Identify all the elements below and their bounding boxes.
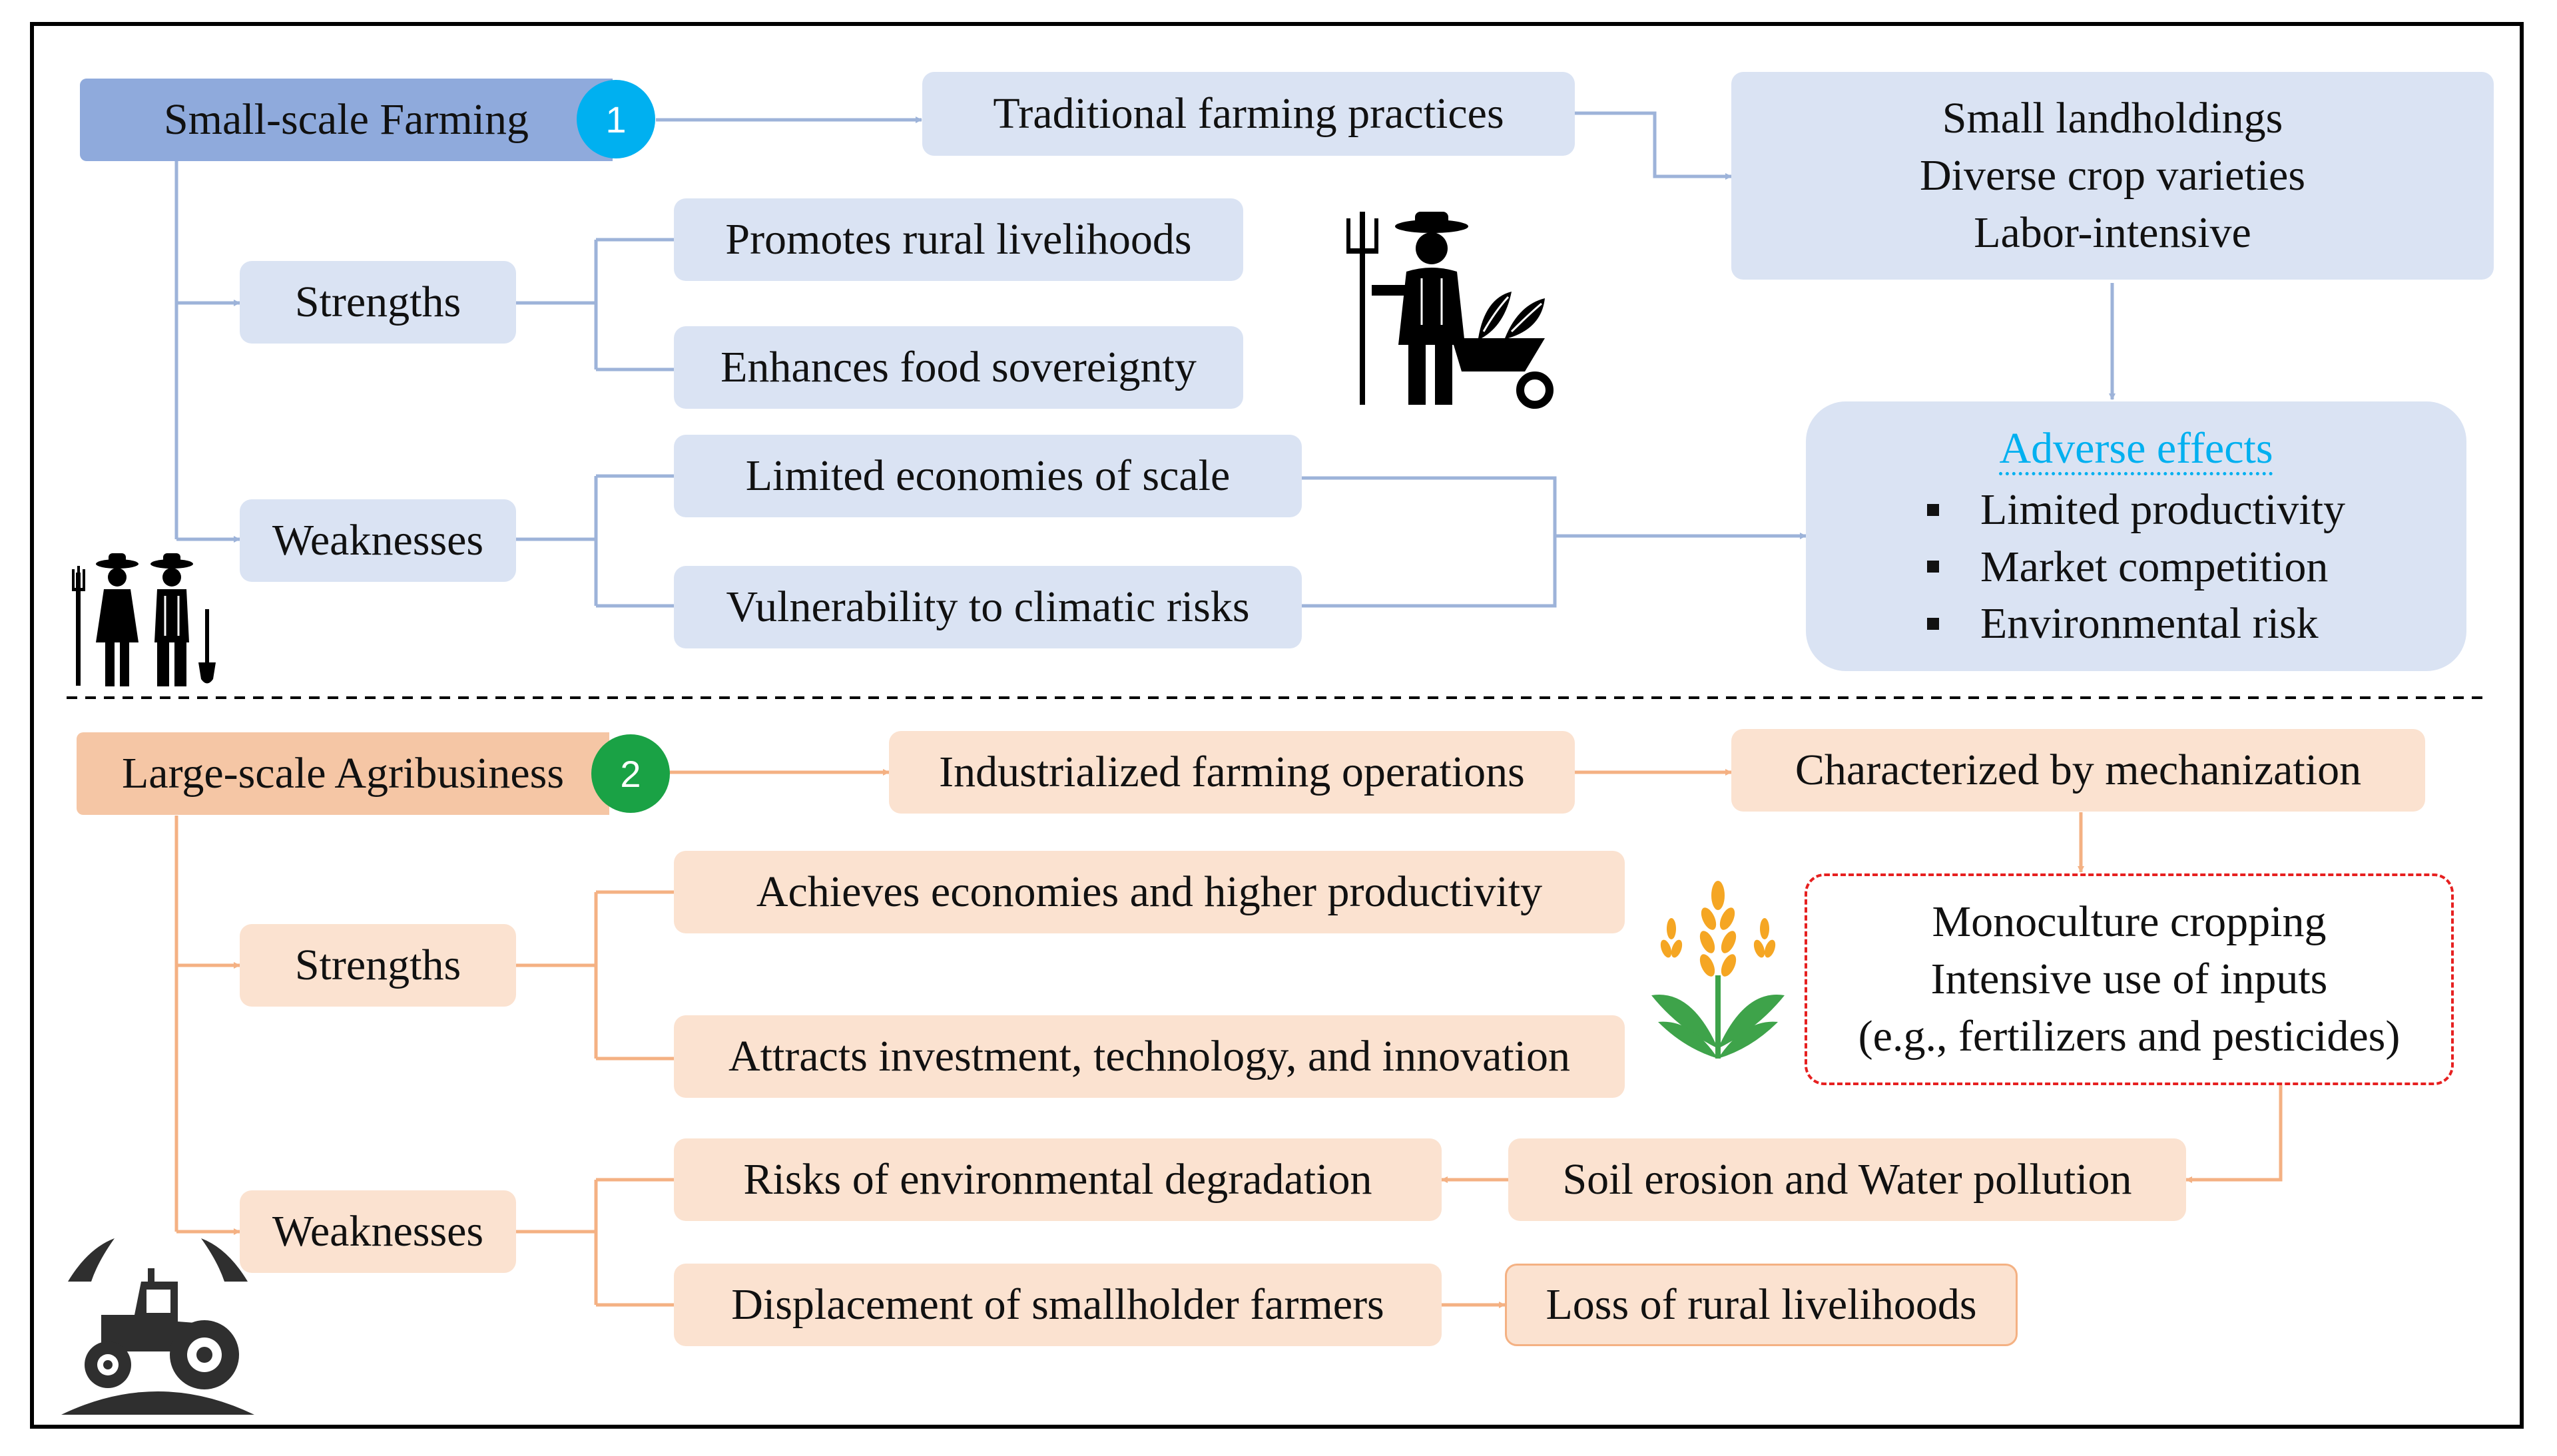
bullet-icon [1926,561,1939,573]
weakness-displacement-smallholders: Displacement of smallholder farmers [674,1264,1442,1346]
mechanization-box: Characterized by mechanization [1731,729,2425,812]
adverse-effects-list: Limited productivity Market competition … [1926,481,2345,652]
arrow-to-soil [2185,1085,2283,1183]
tractor-icon [61,1238,254,1415]
adverse-effects-box: Adverse effects Limited productivity Mar… [1806,401,2466,671]
farmer-wheelbarrow-icon [1346,212,1554,409]
monoculture-item: Monoculture cropping [1932,897,2327,947]
strength-food-sovereignty: Enhances food sovereignty [674,326,1243,409]
small-characteristics-box: Small landholdings Diverse crop varietie… [1731,72,2494,280]
badge-1: 1 [577,80,655,158]
monoculture-item: (e.g., fertilizers and pesticides) [1858,1011,2401,1061]
weakness-climatic-risks: Vulnerability to climatic risks [674,566,1302,648]
weakness-branches [516,474,674,608]
industrialized-operations-box: Industrialized farming operations [889,731,1575,814]
weakness-economies-scale: Limited economies of scale [674,435,1302,517]
monoculture-box: Monoculture cropping Intensive use of in… [1805,873,2454,1085]
large-scale-title: Large-scale Agribusiness [77,732,609,815]
adverse-item: Environmental risk [1926,595,2345,652]
adverse-item: Limited productivity [1926,481,2345,539]
characteristic-item: Diverse crop varieties [1919,151,2306,200]
small-strengths-label: Strengths [240,261,516,344]
arrow-to-adverse [1302,476,1806,608]
diagram-frame [30,22,2524,1429]
bullet-icon [1926,618,1939,630]
badge-2: 2 [591,734,670,813]
small-weaknesses-label: Weaknesses [240,499,516,582]
strength-rural-livelihoods: Promotes rural livelihoods [674,198,1243,281]
large-weaknesses-label: Weaknesses [240,1190,516,1273]
strength-investment-innovation: Attracts investment, technology, and inn… [674,1015,1625,1098]
traditional-practices-box: Traditional farming practices [922,72,1575,156]
characteristic-item: Labor-intensive [1974,208,2251,257]
small-scale-title: Small-scale Farming [80,79,613,161]
wheat-icon [1651,881,1785,1059]
strength-higher-productivity: Achieves economies and higher productivi… [674,851,1625,933]
large-weakness-branches [516,1178,674,1307]
monoculture-item: Intensive use of inputs [1930,955,2328,1004]
weakness-environmental-degradation: Risks of environmental degradation [674,1138,1442,1221]
farmer-couple-icon [72,553,216,686]
adverse-effects-title: Adverse effects [1999,423,2273,473]
soil-erosion-box: Soil erosion and Water pollution [1508,1138,2186,1221]
arrow-to-characteristics [1575,111,1732,180]
large-strengths-label: Strengths [240,924,516,1007]
strength-branches [516,238,674,371]
adverse-item: Market competition [1926,539,2345,596]
bullet-icon [1926,503,1939,516]
loss-rural-livelihoods-box: Loss of rural livelihoods [1505,1264,2018,1346]
characteristic-item: Small landholdings [1942,94,2283,143]
large-strength-branches [516,890,674,1061]
